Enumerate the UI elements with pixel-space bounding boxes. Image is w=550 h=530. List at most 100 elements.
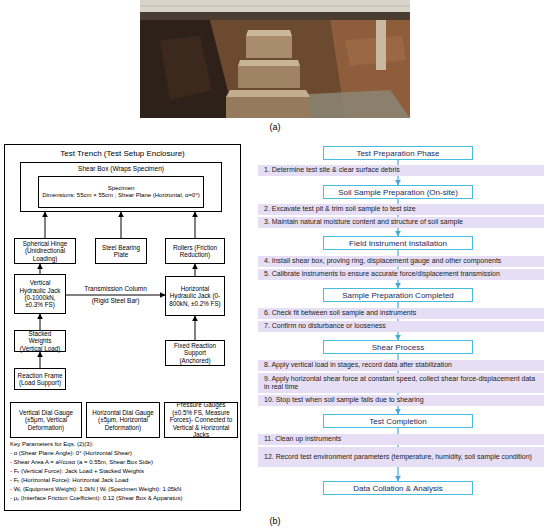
shear-box: Shear Box (Wraps Specimen) SpecimenDimens…	[20, 162, 222, 212]
node-text: 2. Excavate test pit & trim soil sample …	[264, 205, 416, 213]
wall-texture	[345, 36, 406, 66]
component-box: Spherical Hinge (Unidirectional Loading)	[14, 238, 76, 264]
component-box: Pressure Gauges (±0.5% FS, Measure Force…	[164, 402, 238, 438]
step-band: 2. Excavate test pit & trim soil sample …	[258, 204, 544, 215]
phase-box: Data Collation & Analysis	[323, 481, 473, 495]
component-box: Vertical Hydraulic Jack (0-1000kN, ±0.3%…	[14, 274, 66, 314]
step-band: 1. Determine test site & clear surface d…	[258, 165, 544, 176]
connector-arrow	[121, 212, 122, 238]
step-band: 8. Apply vertical load in stages, record…	[258, 360, 544, 371]
step-band: 10. Stop test when soil sample fails due…	[258, 395, 544, 406]
node-heading: Specimen	[108, 185, 135, 192]
soil-block	[226, 97, 310, 118]
panel-label: (b)	[255, 516, 295, 527]
connector-arrow	[195, 212, 196, 238]
soil-block	[246, 36, 292, 58]
wooden-beam	[140, 0, 410, 12]
connector-arrow	[45, 212, 46, 238]
phase-box: Field Instrument Installation	[323, 236, 473, 250]
specimen-box: SpecimenDimensions: 55cm × 55cm ; Shear …	[38, 176, 204, 208]
node-text: 12. Record test environment parameters (…	[264, 453, 532, 461]
beam-shadow	[140, 12, 410, 20]
node-text: Rollers (Friction Reduction)	[168, 244, 222, 259]
connector-arrow	[195, 316, 196, 340]
parameter-note: - Wₛ (Equipment Weight): 1.0kN | Wₜ (Spe…	[10, 486, 238, 493]
node-text: Shear Box (Wraps Specimen)	[21, 163, 221, 172]
node-text: 1. Determine test site & clear surface d…	[264, 166, 400, 174]
soil-background	[140, 0, 410, 118]
step-band: 5. Calibrate instruments to ensure accur…	[258, 269, 544, 280]
node-text: Field Instrument Installation	[349, 239, 447, 248]
step-band: 9. Apply horizontal shear force at const…	[258, 373, 544, 393]
node-text: Horizontal Hydraulic Jack (0-800kN, ±0.2…	[168, 285, 222, 307]
node-text: Test Preparation Phase	[356, 149, 439, 158]
node-text: Soil Sample Preparation (On-site)	[338, 188, 458, 197]
component-box: Horizontal Hydraulic Jack (0-800kN, ±0.2…	[165, 276, 225, 316]
edge-label: Transmission Column (Rigid Steel Bar)	[77, 283, 155, 307]
phase-box: Test Completion	[323, 414, 473, 428]
trench-photo	[140, 0, 410, 118]
node-text: Vertical Dial Gauge (±5μm, Vertical Defo…	[13, 409, 79, 431]
connector-arrow	[66, 295, 165, 296]
step-band: 6. Check fit between soil sample and ins…	[258, 308, 544, 319]
step-band: 11. Clean up instruments	[258, 434, 544, 445]
node-text: Steel Bearing Plate	[98, 244, 144, 259]
step-band: 4. Install shear box, proving ring, disp…	[258, 256, 544, 267]
node-text: Stacked Weights (Vertical Load)	[17, 330, 63, 352]
soil-block-top	[246, 30, 292, 36]
component-box: Steel Bearing Plate	[95, 238, 147, 264]
node-text: 10. Stop test when soil sample fails due…	[264, 396, 424, 404]
wall-texture	[160, 36, 212, 100]
component-box: Horizontal Dial Gauge (±5μm, Horizontal …	[86, 402, 160, 438]
node-text: Data Collation & Analysis	[353, 484, 442, 493]
phase-box: Shear Process	[323, 340, 473, 354]
connector-arrow	[40, 314, 41, 330]
parameter-note: - Fᵥ (Vertical Force): Jack Load + Stack…	[10, 468, 238, 475]
step-band: 7. Confirm no disturbance or looseness	[258, 321, 544, 332]
step-band: 3. Maintain natural moisture content and…	[258, 217, 544, 228]
node-text: 4. Install shear box, proving ring, disp…	[264, 257, 501, 265]
node-text: 8. Apply vertical load in stages, record…	[264, 361, 452, 369]
node-text: Reaction Frame (Load Support)	[17, 372, 63, 387]
node-text: 9. Apply horizontal shear force at const…	[264, 375, 538, 392]
phase-box: Sample Preparation Completed	[323, 288, 473, 302]
node-text: Test Completion	[369, 417, 426, 426]
node-text: Sample Preparation Completed	[342, 291, 454, 300]
node-text: Shear Process	[372, 343, 424, 352]
parameter-note: - α (Shear Plane Angle): 0° (Horizontal …	[10, 450, 238, 457]
node-text: 7. Confirm no disturbance or looseness	[264, 322, 386, 330]
node-text: Dimensions: 55cm × 55cm ; Shear Plane (H…	[42, 192, 200, 199]
component-box: Rollers (Friction Reduction)	[165, 238, 225, 264]
node-text: Horizontal Dial Gauge (±5μm, Horizontal …	[89, 409, 157, 431]
connector-arrow	[40, 352, 41, 368]
soil-block-top	[226, 90, 310, 97]
component-box: Reaction Frame (Load Support)	[14, 368, 66, 390]
phase-box: Test Preparation Phase	[323, 146, 473, 160]
wooden-post	[376, 20, 386, 70]
node-text: Fixed Reaction Support (Anchored)	[168, 342, 222, 364]
node-text: 6. Check fit between soil sample and ins…	[264, 309, 416, 317]
parameter-note: - Fₕ (Horizontal Force): Horizontal Jack…	[10, 477, 238, 484]
connector-arrow	[40, 264, 41, 274]
component-box: Fixed Reaction Support (Anchored)	[165, 340, 225, 366]
node-text: Pressure Gauges (±0.5% FS, Measure Force…	[167, 401, 235, 438]
component-box: Vertical Dial Gauge (±5μm, Vertical Defo…	[10, 402, 82, 438]
step-band: 12. Record test environment parameters (…	[258, 447, 544, 467]
parameter-note: - Shear Area A = a²/cosα (a = 0.55m, She…	[10, 459, 238, 466]
node-text: 11. Clean up instruments	[264, 435, 341, 443]
panel-label: (a)	[255, 122, 295, 133]
node-text: Vertical Hydraulic Jack (0-1000kN, ±0.3%…	[17, 279, 63, 309]
parameter-note: - μₛ (Interface Friction Coefficient): 0…	[10, 495, 238, 502]
node-text: Spherical Hinge (Unidirectional Loading)	[17, 240, 73, 262]
phase-box: Soil Sample Preparation (On-site)	[323, 185, 473, 199]
node-text: Test Trench (Test Setup Enclosure)	[5, 145, 240, 158]
soil-block	[238, 66, 300, 88]
component-box: Stacked Weights (Vertical Load)	[14, 330, 66, 352]
soil-block-top	[238, 60, 300, 66]
parameter-note: Key Parameters for Eqs. (2)(3):	[10, 441, 238, 448]
node-text: 5. Calibrate instruments to ensure accur…	[264, 270, 500, 278]
node-text: 3. Maintain natural moisture content and…	[264, 218, 463, 226]
connector-arrow	[195, 264, 196, 276]
beam-grain	[140, 6, 410, 7]
